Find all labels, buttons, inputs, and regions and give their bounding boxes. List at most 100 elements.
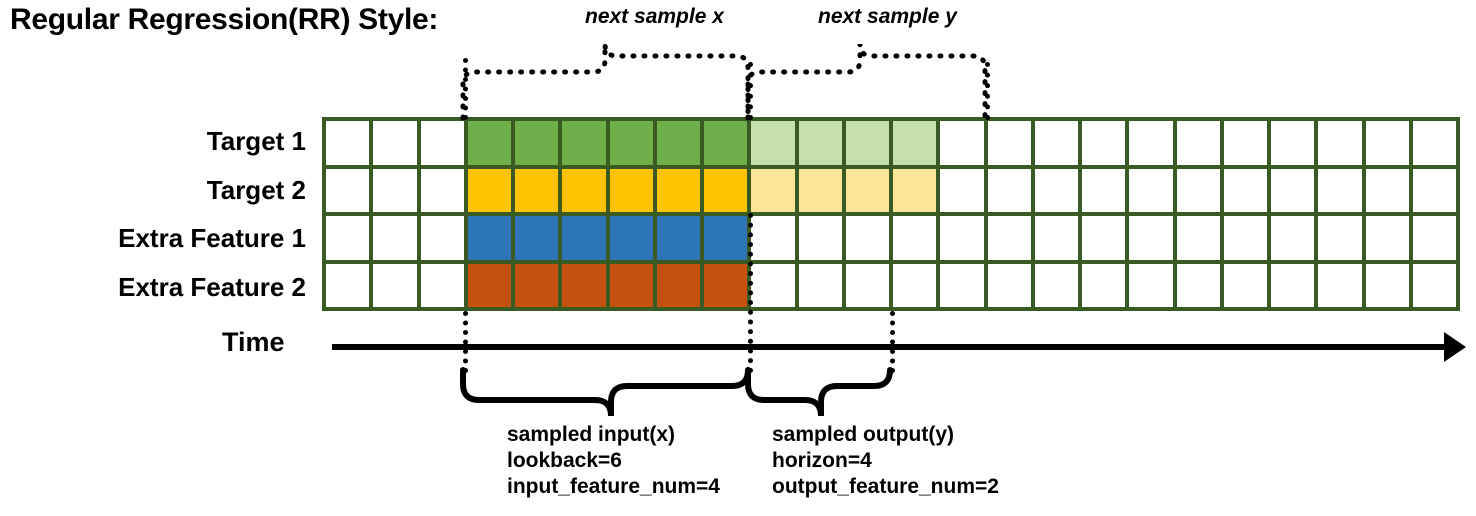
grid-cell xyxy=(751,121,795,165)
grid-cell xyxy=(1034,168,1078,212)
grid-cell xyxy=(893,121,937,165)
grid-cell xyxy=(515,263,559,307)
grid-cell xyxy=(1129,216,1173,260)
grid-cell xyxy=(1365,263,1409,307)
grid-cell xyxy=(1318,263,1362,307)
grid-cell xyxy=(893,168,937,212)
annotation-next-sample-x: next sample x xyxy=(585,5,724,28)
row-label-target-1: Target 1 xyxy=(206,126,306,156)
time-axis-arrow-icon xyxy=(1444,332,1466,362)
grid-cell xyxy=(1271,216,1315,260)
grid-cell xyxy=(940,263,984,307)
grid-cell xyxy=(1271,168,1315,212)
grid-cell xyxy=(515,121,559,165)
brace-next-sample-x xyxy=(460,43,751,121)
grid-cell xyxy=(1365,168,1409,212)
grid-cell xyxy=(940,121,984,165)
grid-cell xyxy=(1082,121,1126,165)
brace-next-sample-y xyxy=(745,43,988,121)
grid-cell xyxy=(1365,216,1409,260)
grid-cell xyxy=(562,121,606,165)
grid-cell xyxy=(798,121,842,165)
time-axis-line xyxy=(332,344,1460,350)
grid-cell xyxy=(656,263,700,307)
grid-cell xyxy=(940,216,984,260)
annotation-sampled-output: sampled output(y) horizon=4 output_featu… xyxy=(772,422,999,500)
grid-cell xyxy=(987,168,1031,212)
brace-sampled-output xyxy=(745,367,893,417)
grid-cell xyxy=(656,168,700,212)
grid-cell xyxy=(1176,216,1220,260)
annotation-next-sample-y: next sample y xyxy=(818,5,957,28)
grid-cell xyxy=(467,121,511,165)
grid-cell xyxy=(420,121,464,165)
grid-cell xyxy=(845,216,889,260)
guide-line-input-start-lower xyxy=(463,311,468,373)
guide-line-input-end xyxy=(748,62,753,120)
grid-cell xyxy=(326,168,370,212)
grid-cell xyxy=(1034,216,1078,260)
grid-cell xyxy=(1082,168,1126,212)
grid-cell xyxy=(326,216,370,260)
grid-cell xyxy=(420,216,464,260)
grid-cell xyxy=(609,168,653,212)
grid-cell xyxy=(1271,121,1315,165)
annotation-sampled-input: sampled input(x) lookback=6 input_featur… xyxy=(507,422,720,500)
grid-cell xyxy=(1223,263,1267,307)
grid-cell xyxy=(704,216,748,260)
grid-cell xyxy=(1412,216,1456,260)
grid-cell xyxy=(987,216,1031,260)
grid-cell xyxy=(1176,121,1220,165)
grid-cell xyxy=(1034,263,1078,307)
grid-cell xyxy=(515,168,559,212)
grid-cell xyxy=(1412,263,1456,307)
grid-cell xyxy=(326,263,370,307)
grid-cell xyxy=(704,263,748,307)
grid-cell xyxy=(609,216,653,260)
row-label-target-2: Target 2 xyxy=(206,174,306,205)
grid-cell xyxy=(562,168,606,212)
grid-cell xyxy=(656,121,700,165)
grid-cell xyxy=(845,121,889,165)
guide-line-input-start xyxy=(463,58,468,120)
grid-cell xyxy=(893,263,937,307)
grid-cell xyxy=(1412,168,1456,212)
row-label-column: Target 1 Target 2 Extra Feature 1 Extra … xyxy=(0,117,312,311)
grid-cell xyxy=(798,216,842,260)
grid-cell xyxy=(420,263,464,307)
grid-cell xyxy=(1318,121,1362,165)
grid-cell xyxy=(1412,121,1456,165)
grid-cell xyxy=(1034,121,1078,165)
grid-cell xyxy=(467,263,511,307)
grid-cell xyxy=(987,263,1031,307)
page-title: Regular Regression(RR) Style: xyxy=(10,3,439,36)
grid-cell xyxy=(798,263,842,307)
grid-cell xyxy=(1223,168,1267,212)
row-label-extra-feature-1: Extra Feature 1 xyxy=(118,223,306,253)
grid-cell xyxy=(751,216,795,260)
sampled-input-line-1: sampled input(x) xyxy=(507,423,676,446)
sampled-output-line-3: output_feature_num=2 xyxy=(772,475,999,498)
grid-cell xyxy=(373,263,417,307)
guide-line-output-end-lower xyxy=(890,311,895,373)
grid-cell xyxy=(562,216,606,260)
guide-line-input-end-mid xyxy=(748,213,753,373)
grid-cell xyxy=(751,263,795,307)
grid-cell xyxy=(1176,263,1220,307)
timeseries-grid xyxy=(322,117,1460,311)
grid-cell xyxy=(940,168,984,212)
grid-cell xyxy=(798,168,842,212)
sampled-output-line-2: horizon=4 xyxy=(772,449,872,472)
grid-cell xyxy=(609,121,653,165)
grid-cell xyxy=(1271,263,1315,307)
grid-cell xyxy=(1223,216,1267,260)
grid-cell xyxy=(373,216,417,260)
row-label-extra-feature-2: Extra Feature 2 xyxy=(118,271,306,302)
grid-cell xyxy=(1129,121,1173,165)
sampled-input-line-3: input_feature_num=4 xyxy=(507,475,720,498)
time-axis-label: Time xyxy=(222,327,285,357)
grid-cell xyxy=(467,168,511,212)
grid-cell xyxy=(1318,216,1362,260)
brace-sampled-input xyxy=(460,367,751,417)
grid-cell xyxy=(704,121,748,165)
